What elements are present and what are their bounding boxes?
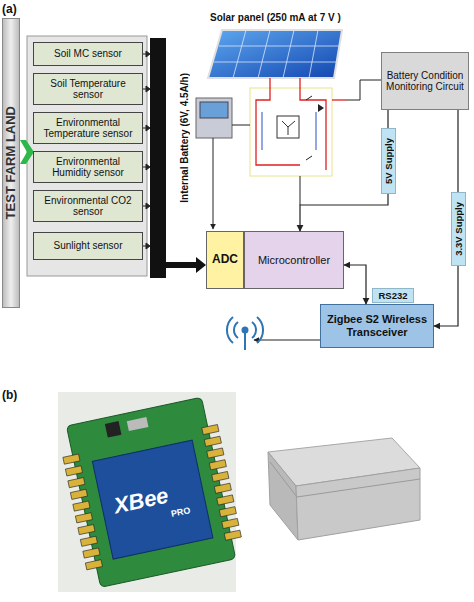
pin [224, 530, 241, 540]
bus-arrowhead [196, 257, 206, 273]
pin [80, 536, 97, 546]
pin [219, 507, 236, 517]
node-text: Microcontroller [258, 254, 330, 267]
field-band: TEST FARM LAND [2, 18, 20, 308]
circuit-wires [262, 112, 316, 150]
pin [202, 425, 219, 435]
lid-line [270, 462, 420, 497]
pin [212, 471, 229, 481]
antenna-icon [227, 317, 263, 350]
pin [214, 483, 231, 493]
pin [78, 524, 95, 534]
pin [63, 454, 80, 464]
sensor-box: Environmental Humidity sensor [33, 151, 143, 183]
sensor-box: Soil MC sensor [33, 42, 143, 66]
edge-label: 3.3V Supply [453, 202, 464, 256]
module-model: PRO [170, 505, 191, 519]
pin [222, 518, 239, 528]
label-holder: Internal Battery (6V, 4.5A/h) [176, 40, 192, 235]
node-text: Soil Temperature sensor [37, 78, 139, 101]
photo-background [58, 392, 236, 592]
pin [73, 501, 90, 511]
switch-symbol [306, 156, 312, 160]
pin [207, 448, 224, 458]
pin [83, 548, 100, 558]
node-text: Battery Condition Monitoring Circuit [384, 70, 466, 93]
circuit-outline [250, 88, 332, 176]
pin [85, 560, 102, 570]
wire [213, 138, 214, 229]
wire [254, 340, 320, 341]
process-box: Microcontroller [244, 231, 344, 289]
node-text: ADC [212, 253, 238, 267]
switch-symbol [306, 96, 312, 100]
regulator-symbol [282, 121, 295, 135]
pcb [66, 397, 235, 587]
wire [300, 176, 301, 205]
signal-bus [150, 38, 166, 278]
pin-headers [63, 425, 241, 570]
arrowhead [146, 243, 150, 249]
wire [232, 125, 250, 126]
edge-label: 5V Supply [383, 138, 394, 184]
arrowhead [146, 86, 150, 92]
bus-arrow [166, 262, 198, 268]
pin [217, 495, 234, 505]
node-text: Environmental Temperature sensor [37, 117, 139, 140]
signal-tag: 5V Supply [381, 128, 396, 194]
node-text: Environmental Humidity sensor [37, 156, 139, 179]
power-wires [256, 78, 345, 170]
part-label: Internal Battery (6V, 4.5A/h) [179, 73, 190, 203]
sensor-box: Soil Temperature sensor [33, 73, 143, 105]
battery-display [200, 102, 228, 118]
pin [209, 460, 226, 470]
sensor-wires [143, 51, 150, 249]
sensor-box: Sunlight sensor [33, 232, 143, 260]
process-box: Zigbee S2 Wireless Transceiver [320, 304, 434, 348]
component [127, 417, 149, 431]
node-text: TEST FARM LAND [4, 106, 19, 219]
arrowhead [146, 51, 150, 57]
regulator [277, 116, 299, 138]
sensor-box: Environmental Temperature sensor [33, 112, 143, 144]
xbee-shield [92, 440, 213, 559]
solar-panel [208, 30, 342, 78]
arrowhead [146, 203, 150, 209]
signal-tag: 3.3V Supply [451, 192, 466, 266]
pin [68, 478, 85, 488]
green-arrow [20, 140, 34, 164]
wire [345, 80, 381, 100]
pin [65, 466, 82, 476]
pin [204, 436, 221, 446]
panel-label: (a) [2, 2, 17, 16]
signal-tag: RS232 [372, 288, 414, 303]
xbee-module: XBee PRO [57, 395, 246, 589]
pin [75, 513, 92, 523]
module-brand: XBee [110, 483, 171, 519]
pin [70, 489, 87, 499]
enclosure-front [296, 468, 420, 540]
node-text: Soil MC sensor [54, 48, 122, 60]
connector [300, 110, 388, 231]
sensor-group [27, 36, 147, 276]
panel-label: (b) [2, 388, 17, 402]
battery-icon [196, 98, 232, 138]
node-text: Environmental CO2 sensor [37, 195, 139, 218]
solar-grid [214, 30, 339, 78]
chip [105, 421, 122, 438]
connector [344, 265, 366, 304]
node-text: Sunlight sensor [54, 240, 123, 252]
sensor-box: Environmental CO2 sensor [33, 190, 143, 222]
part-label: Solar panel (250 mA at 7 V ) [210, 12, 341, 23]
process-box: Battery Condition Monitoring Circuit [381, 52, 469, 110]
arrowhead [146, 164, 150, 170]
edge-label: RS232 [378, 290, 407, 301]
node-text: Zigbee S2 Wireless Transceiver [323, 313, 431, 338]
diode-symbol [318, 104, 324, 112]
process-box: ADC [206, 231, 244, 289]
arrowhead [146, 125, 150, 131]
